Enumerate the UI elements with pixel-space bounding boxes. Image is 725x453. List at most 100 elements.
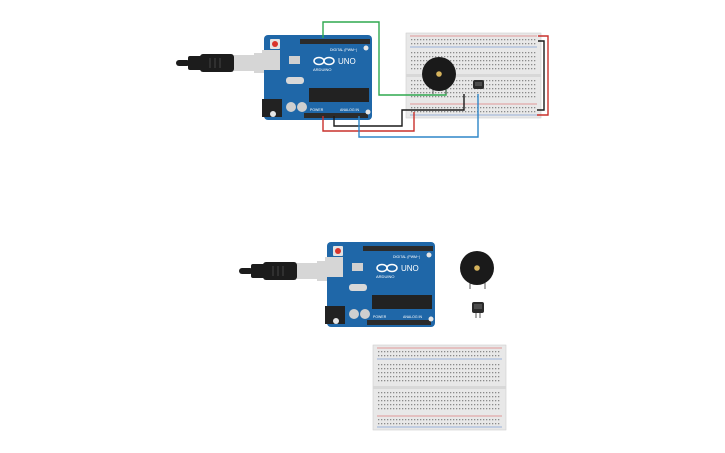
breadboard-hole[interactable] — [519, 84, 521, 86]
breadboard-hole[interactable] — [423, 351, 425, 353]
breadboard-hole[interactable] — [435, 111, 437, 113]
breadboard-hole[interactable] — [447, 39, 449, 41]
breadboard-hole[interactable] — [486, 400, 488, 402]
breadboard-hole[interactable] — [423, 355, 425, 357]
breadboard-hole[interactable] — [384, 380, 386, 382]
breadboard-hole[interactable] — [477, 376, 479, 378]
breadboard-hole[interactable] — [486, 372, 488, 374]
breadboard-hole[interactable] — [387, 400, 389, 402]
breadboard-hole[interactable] — [393, 408, 395, 410]
breadboard-hole[interactable] — [465, 392, 467, 394]
breadboard-hole[interactable] — [408, 392, 410, 394]
breadboard-hole[interactable] — [405, 423, 407, 425]
breadboard-hole[interactable] — [390, 380, 392, 382]
breadboard-hole[interactable] — [498, 111, 500, 113]
breadboard-hole[interactable] — [456, 92, 458, 94]
breadboard-hole[interactable] — [456, 392, 458, 394]
breadboard-hole[interactable] — [453, 408, 455, 410]
breadboard-hole[interactable] — [528, 43, 530, 45]
breadboard-hole[interactable] — [462, 52, 464, 54]
breadboard-hole[interactable] — [522, 88, 524, 90]
breadboard-hole[interactable] — [420, 52, 422, 54]
breadboard-hole[interactable] — [498, 68, 500, 70]
breadboard-hole[interactable] — [417, 404, 419, 406]
breadboard-hole[interactable] — [498, 88, 500, 90]
breadboard-hole[interactable] — [459, 392, 461, 394]
breadboard-hole[interactable] — [462, 368, 464, 370]
breadboard-hole[interactable] — [468, 408, 470, 410]
breadboard-hole[interactable] — [381, 376, 383, 378]
breadboard-hole[interactable] — [405, 372, 407, 374]
breadboard-hole[interactable] — [465, 60, 467, 62]
breadboard-hole[interactable] — [480, 107, 482, 109]
breadboard-hole[interactable] — [411, 111, 413, 113]
breadboard-hole[interactable] — [462, 88, 464, 90]
breadboard-hole[interactable] — [483, 107, 485, 109]
breadboard-hole[interactable] — [495, 60, 497, 62]
breadboard-hole[interactable] — [495, 80, 497, 82]
breadboard-hole[interactable] — [450, 43, 452, 45]
breadboard-hole[interactable] — [387, 372, 389, 374]
breadboard-hole[interactable] — [444, 96, 446, 98]
breadboard-hole[interactable] — [417, 88, 419, 90]
breadboard-hole[interactable] — [447, 56, 449, 58]
breadboard-hole[interactable] — [462, 64, 464, 66]
breadboard-hole[interactable] — [411, 52, 413, 54]
breadboard-hole[interactable] — [387, 404, 389, 406]
breadboard-hole[interactable] — [483, 52, 485, 54]
breadboard-hole[interactable] — [390, 368, 392, 370]
breadboard-hole[interactable] — [417, 56, 419, 58]
breadboard-hole[interactable] — [534, 107, 536, 109]
breadboard-hole[interactable] — [453, 355, 455, 357]
breadboard-hole[interactable] — [492, 408, 494, 410]
breadboard-hole[interactable] — [489, 372, 491, 374]
breadboard-hole[interactable] — [507, 107, 509, 109]
breadboard-hole[interactable] — [435, 396, 437, 398]
breadboard-hole[interactable] — [462, 60, 464, 62]
breadboard-hole[interactable] — [456, 39, 458, 41]
breadboard-hole[interactable] — [378, 419, 380, 421]
breadboard-hole[interactable] — [522, 80, 524, 82]
breadboard-hole[interactable] — [510, 68, 512, 70]
breadboard-hole[interactable] — [528, 84, 530, 86]
breadboard-hole[interactable] — [441, 107, 443, 109]
breadboard-hole[interactable] — [498, 56, 500, 58]
breadboard-hole[interactable] — [510, 60, 512, 62]
breadboard-hole[interactable] — [453, 56, 455, 58]
breadboard-hole[interactable] — [450, 56, 452, 58]
breadboard-hole[interactable] — [438, 351, 440, 353]
breadboard-hole[interactable] — [447, 404, 449, 406]
breadboard-hole[interactable] — [381, 364, 383, 366]
breadboard-hole[interactable] — [405, 396, 407, 398]
breadboard-hole[interactable] — [444, 392, 446, 394]
breadboard-hole[interactable] — [531, 96, 533, 98]
breadboard-hole[interactable] — [435, 52, 437, 54]
breadboard-hole[interactable] — [429, 368, 431, 370]
breadboard-hole[interactable] — [495, 96, 497, 98]
breadboard-hole[interactable] — [498, 408, 500, 410]
breadboard-hole[interactable] — [441, 111, 443, 113]
breadboard-hole[interactable] — [405, 404, 407, 406]
breadboard-hole[interactable] — [492, 56, 494, 58]
breadboard-hole[interactable] — [417, 380, 419, 382]
breadboard-hole[interactable] — [534, 43, 536, 45]
breadboard-hole[interactable] — [462, 419, 464, 421]
breadboard-hole[interactable] — [462, 92, 464, 94]
breadboard-hole[interactable] — [381, 423, 383, 425]
breadboard-hole[interactable] — [471, 408, 473, 410]
breadboard-hole[interactable] — [417, 376, 419, 378]
breadboard-hole[interactable] — [444, 400, 446, 402]
breadboard-hole[interactable] — [432, 364, 434, 366]
breadboard-hole[interactable] — [465, 368, 467, 370]
breadboard-hole[interactable] — [489, 68, 491, 70]
breadboard-hole[interactable] — [474, 423, 476, 425]
breadboard-hole[interactable] — [378, 351, 380, 353]
breadboard-hole[interactable] — [495, 408, 497, 410]
breadboard-hole[interactable] — [525, 52, 527, 54]
breadboard-hole[interactable] — [456, 107, 458, 109]
breadboard-hole[interactable] — [483, 60, 485, 62]
breadboard-hole[interactable] — [504, 80, 506, 82]
breadboard-hole[interactable] — [438, 423, 440, 425]
breadboard-hole[interactable] — [414, 392, 416, 394]
breadboard-hole[interactable] — [459, 419, 461, 421]
